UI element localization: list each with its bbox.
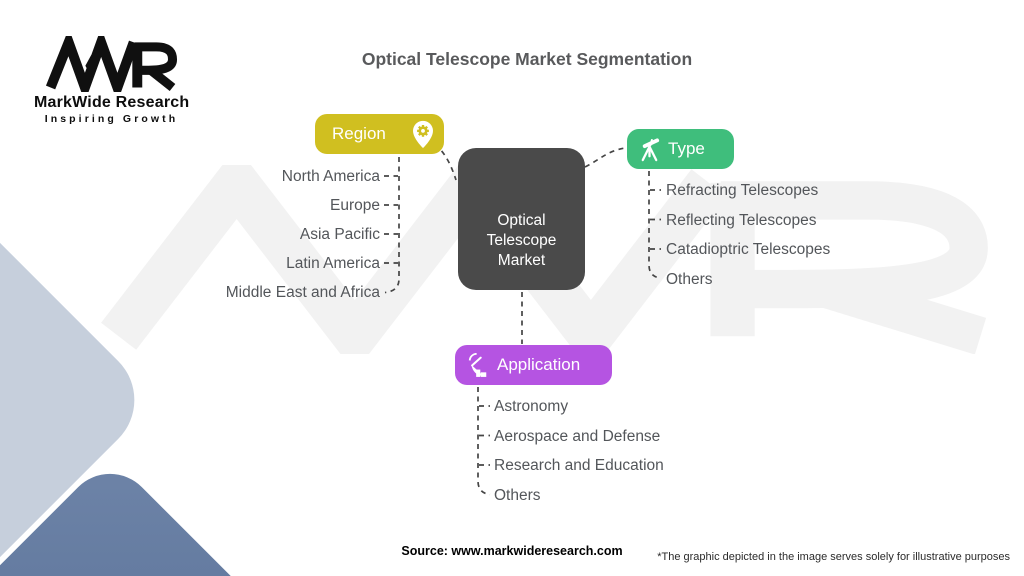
application-item: Research and Education: [494, 457, 664, 474]
region-item: Europe: [330, 197, 380, 214]
telescope-icon: [641, 137, 660, 161]
application-badge: Application: [455, 345, 612, 385]
connector-type-spine: [648, 171, 662, 279]
logo-tagline: Inspiring Growth: [44, 113, 179, 125]
type-badge: Type: [627, 129, 734, 169]
type-item: Others: [666, 270, 713, 288]
region-badge-label: Region: [332, 124, 386, 143]
type-item: Reflecting Telescopes: [666, 211, 817, 229]
region-item: Asia Pacific: [299, 226, 380, 243]
mwr-logo-icon: [45, 36, 177, 92]
map-pin-gear-icon: [413, 120, 433, 148]
type-item: Catadioptric Telescopes: [666, 241, 831, 258]
disclaimer-note: *The graphic depicted in the image serve…: [657, 551, 1010, 563]
application-badge-label: Application: [497, 355, 581, 374]
center-node: Optical Telescope Market: [458, 148, 585, 290]
application-item: Others: [494, 486, 541, 504]
application-item-list: Astronomy Aerospace and Defense Research…: [494, 392, 664, 510]
center-node-label: Optical Telescope Market: [486, 212, 557, 269]
type-badge-label: Type: [668, 139, 705, 158]
satellite-dish-icon: [468, 353, 487, 377]
logo: MarkWide Research Inspiring Growth: [34, 36, 189, 125]
application-item: Astronomy: [494, 398, 569, 415]
type-item: Refracting Telescopes: [666, 182, 819, 199]
region-item: Middle East and Africa: [225, 284, 380, 301]
page-title: Optical Telescope Market Segmentation: [361, 49, 693, 69]
connector-region-to-center: [417, 135, 457, 181]
connector-center-to-type: [584, 147, 626, 168]
source-credit: Source: www.markwideresearch.com: [401, 544, 623, 558]
connector-region-spine: [384, 157, 400, 294]
region-item-list: North America Europe Asia Pacific Latin …: [226, 162, 380, 307]
region-badge: Region: [315, 114, 444, 154]
region-item: North America: [281, 168, 380, 185]
connector-application-spine: [477, 387, 491, 496]
application-item: Aerospace and Defense: [494, 427, 661, 445]
region-item: Latin America: [286, 255, 380, 272]
type-item-list: Refracting Telescopes Reflecting Telesco…: [666, 176, 830, 294]
logo-name: MarkWide Research: [34, 94, 190, 111]
mwr-watermark-icon: [101, 165, 988, 354]
